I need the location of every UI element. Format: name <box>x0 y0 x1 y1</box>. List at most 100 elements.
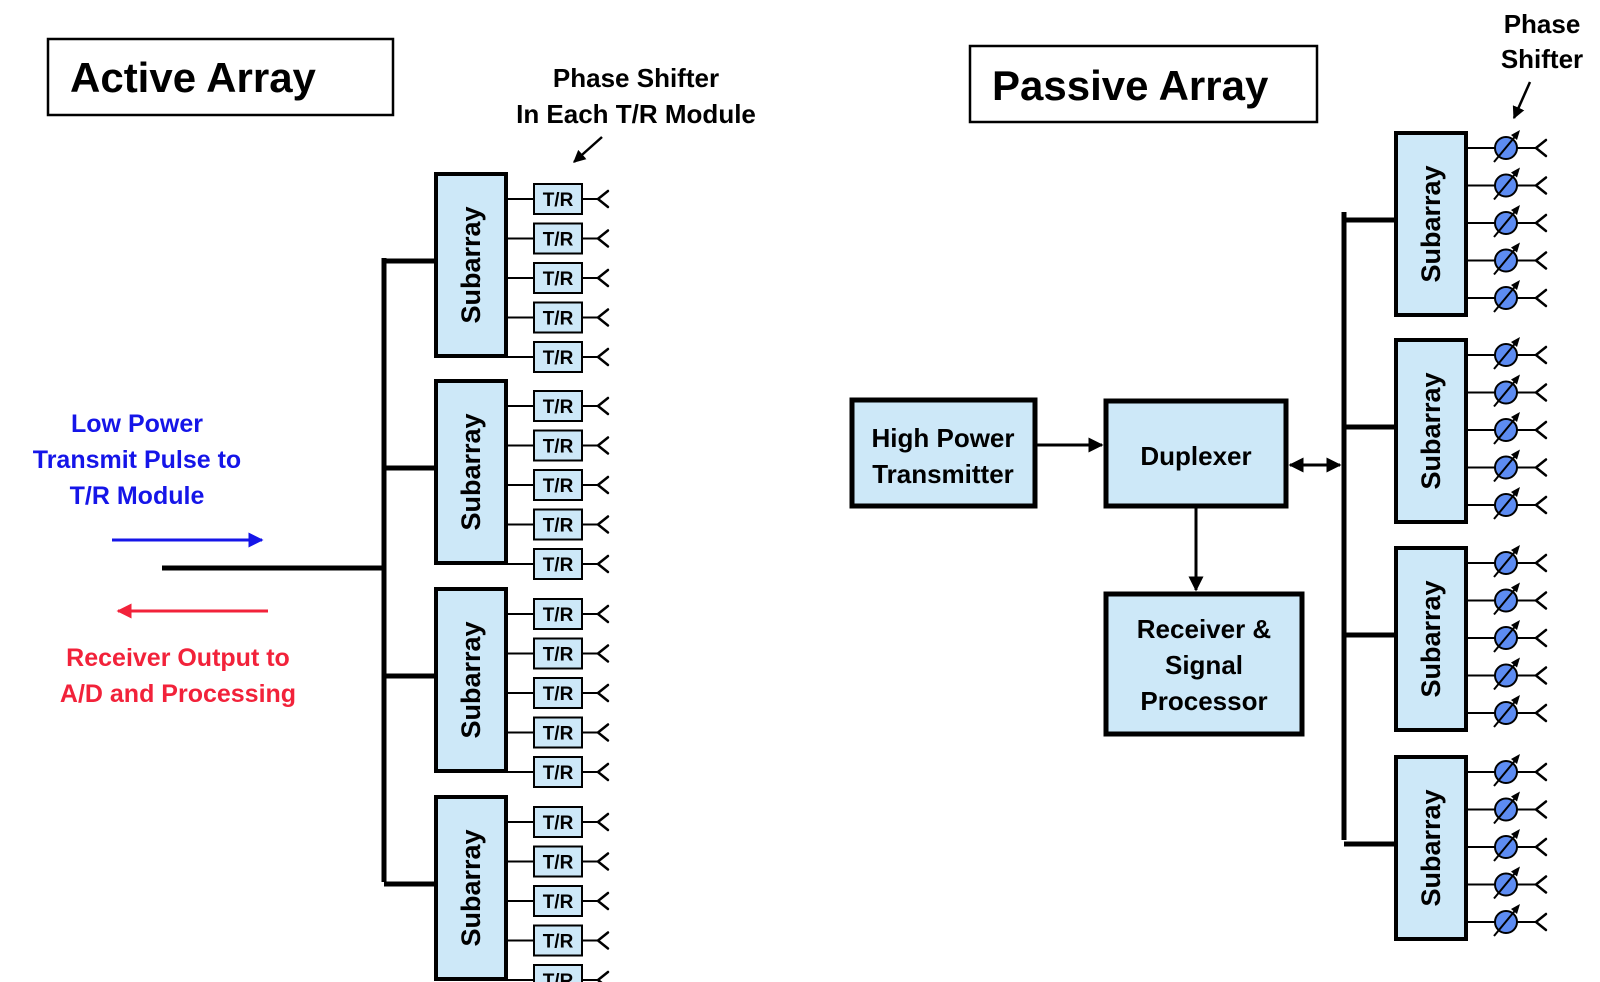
tr-module-box <box>533 716 583 749</box>
phase-shifter-tuning-arrow <box>1493 793 1519 825</box>
tr-module-label: T/R <box>543 269 574 290</box>
active-phase-label-line-1: Phase Shifter <box>553 63 719 93</box>
passive-subarray-label: Subarray <box>1416 789 1446 906</box>
antenna-element <box>596 762 610 782</box>
phase-shifter-tuning-arrow <box>1493 244 1519 276</box>
passive-array-section: Passive Array Phase Shifter High Power T… <box>849 9 1583 941</box>
phase-shifter-tuning-arrow <box>1493 584 1519 616</box>
antenna-element <box>1534 628 1548 648</box>
phase-shifter-tuning-arrowhead <box>1511 582 1520 593</box>
phase-shifter-tuning-arrowhead <box>1511 620 1520 630</box>
phase-shifter-tuning-arrow <box>1493 756 1519 787</box>
antenna-element <box>596 852 610 871</box>
tr-module-box <box>533 429 583 462</box>
active-subarray-box <box>434 172 508 358</box>
passive-phase-label-line-1: Phase <box>1504 9 1581 39</box>
active-subarray-box <box>434 379 508 565</box>
tr-module-box <box>533 677 583 709</box>
phase-shifter-tuning-arrow <box>1493 622 1519 653</box>
passive-phase-label-line-2: Shifter <box>1501 44 1583 74</box>
passive-subarray-label: Subarray <box>1416 372 1446 489</box>
receiver-label-line-1: Receiver & <box>1137 614 1271 644</box>
phase-shifter-tuning-arrow <box>1493 207 1519 238</box>
active-subarray-label: Subarray <box>456 621 486 738</box>
phase-shifter-tuning-arrow <box>1493 489 1519 520</box>
phase-shifter-tuning-arrow <box>1493 339 1519 370</box>
phase-shifter-tuning-arrowhead <box>1511 280 1520 290</box>
phase-shifter-tuning-arrow <box>1493 697 1519 728</box>
duplexer-box <box>1103 398 1289 509</box>
antenna-element <box>596 515 610 534</box>
phase-shifter-tuning-arrow <box>1493 831 1519 862</box>
tr-module-box <box>533 845 583 878</box>
transmitter-label-line-1: High Power <box>871 423 1014 453</box>
active-array-title: Active Array <box>70 54 317 101</box>
phase-shifter-tuning-arrow <box>1493 282 1519 313</box>
antenna-element <box>1534 176 1548 195</box>
phase-shifter-tuning-arrow <box>1493 868 1519 900</box>
antenna-element <box>1534 383 1548 402</box>
receive-label-line-1: Receiver Output to <box>66 644 290 672</box>
high-power-transmitter-box <box>849 397 1038 509</box>
antenna-element <box>596 554 610 574</box>
antenna-element <box>596 891 610 911</box>
tr-module-label: T/R <box>543 971 574 982</box>
antenna-element <box>596 229 610 248</box>
tr-module-label: T/R <box>543 555 574 576</box>
tr-module-label: T/R <box>543 763 574 784</box>
antenna-element <box>596 604 610 624</box>
antenna-element <box>1534 345 1548 365</box>
phase-shifter-tuning-arrow <box>1493 906 1519 937</box>
active-array-section: Active Array Phase Shifter In Each T/R M… <box>33 37 756 982</box>
tr-module-label: T/R <box>543 230 574 251</box>
antenna-element <box>1534 837 1548 857</box>
tr-module-label: T/R <box>543 605 574 626</box>
tr-module-label: T/R <box>543 813 574 834</box>
active-subarray-label: Subarray <box>456 413 486 530</box>
passive-subarray-label: Subarray <box>1416 165 1446 282</box>
antenna-element <box>1534 703 1548 723</box>
phase-shifter-tuning-arrow <box>1493 132 1519 163</box>
phase-shifter-tuning-arrow <box>1493 169 1519 201</box>
antenna-element <box>596 970 610 982</box>
tr-module-label: T/R <box>543 892 574 913</box>
phase-shifter-tuning-arrowhead <box>1511 866 1520 877</box>
antenna-element <box>596 308 610 327</box>
phase-shifter-tuning-arrow <box>1493 451 1519 483</box>
receive-label-line-2: A/D and Processing <box>60 680 296 708</box>
receiver-signal-processor-box <box>1103 591 1305 737</box>
active-array-title-box <box>46 37 395 117</box>
passive-subarray: Subarray <box>1344 754 1548 941</box>
antenna-element <box>596 644 610 663</box>
phase-shifter-tuning-arrowhead <box>1511 412 1520 422</box>
phase-shifter-tuning-arrowhead <box>1511 829 1520 839</box>
tr-module-label: T/R <box>543 309 574 330</box>
phase-shifter-tuning-arrowhead <box>1511 337 1520 347</box>
antenna-element <box>1534 495 1548 515</box>
tr-module-box <box>533 548 583 580</box>
tr-module-label: T/R <box>543 645 574 666</box>
phase-shifter-tuning-arrowhead <box>1511 374 1520 385</box>
phase-shifter-tuning-arrowhead <box>1511 695 1520 705</box>
active-subarray-box <box>434 587 508 773</box>
antenna-element <box>1534 213 1548 233</box>
receiver-label-line-3: Processor <box>1140 686 1267 716</box>
transmit-label-line-3: T/R Module <box>70 482 205 510</box>
tr-module-label: T/R <box>543 724 574 745</box>
phase-shifter-tuning-arrowhead <box>1511 205 1520 215</box>
antenna-element <box>1534 288 1548 308</box>
antenna-element <box>596 347 610 367</box>
tr-module-box <box>533 756 583 788</box>
phase-shifter-tuning-arrowhead <box>1511 242 1520 253</box>
tr-module-box <box>533 469 583 501</box>
passive-subarray-box <box>1394 338 1468 524</box>
antenna-element <box>1534 912 1548 932</box>
phase-shifter-tuning-arrow <box>1493 376 1519 408</box>
antenna-element <box>596 931 610 950</box>
transmit-label-line-1: Low Power <box>71 410 203 438</box>
passive-subarray-box <box>1394 131 1468 317</box>
